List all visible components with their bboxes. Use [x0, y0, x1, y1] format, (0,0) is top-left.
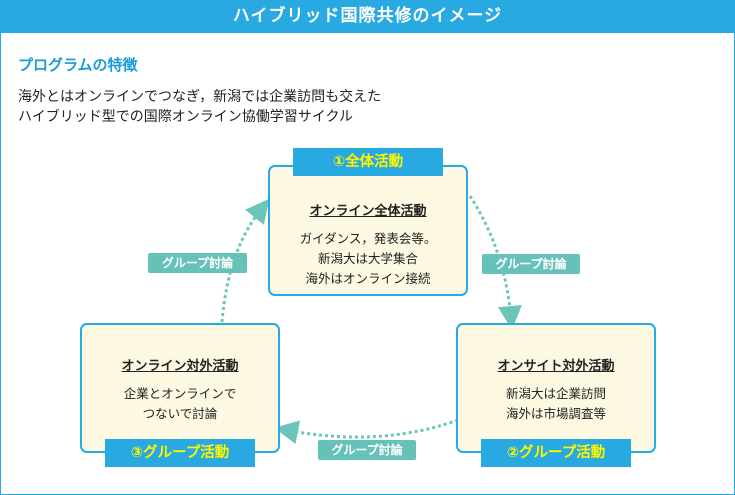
node-right-line-1: 新潟大は企業訪問 [505, 386, 606, 401]
node-right-badge: ②グループ活動 [481, 439, 631, 467]
node-right-title: オンサイト対外活動 [497, 359, 615, 374]
section-subtitle: プログラムの特徴 [18, 56, 138, 74]
node-right-line-2: 海外は市場調査等 [505, 406, 606, 421]
arrow-top-to-right [468, 195, 522, 330]
node-left-badge: ③グループ活動 [105, 439, 255, 467]
node-top-line-2: 新潟大は大学集合 [317, 251, 418, 266]
edge-label-right-to-left: グループ討論 [318, 440, 416, 460]
edge-label-left-to-top: グループ討論 [148, 253, 247, 273]
arrow-right-to-left [274, 418, 459, 445]
node-top-line-3: 海外はオンライン接続 [305, 271, 431, 286]
node-right-box: オンサイト対外活動 新潟大は企業訪問 海外は市場調査等 [456, 323, 656, 453]
arrow-left-to-top [220, 198, 270, 323]
node-top-box: オンライン全体活動 ガイダンス，発表会等。 新潟大は大学集合 海外はオンライン接… [268, 165, 468, 296]
header-title: ハイブリッド国際共修のイメージ [0, 0, 735, 33]
node-top-badge: ①全体活動 [293, 148, 443, 176]
edge-label-top-to-right: グループ討論 [482, 254, 580, 274]
description-line-1: 海外とはオンラインでつなぎ，新潟では企業訪問も交えた [18, 89, 382, 105]
node-left-box: オンライン対外活動 企業とオンラインで つないで討論 [80, 323, 280, 453]
description-line-2: ハイブリッド型での国際オンライン協働学習サイクル [18, 109, 354, 125]
node-top-title: オンライン全体活動 [309, 204, 427, 219]
node-top-line-1: ガイダンス，発表会等。 [299, 231, 437, 246]
node-left-line-1: 企業とオンラインで [123, 386, 237, 401]
node-left-title: オンライン対外活動 [121, 359, 239, 374]
node-left-line-2: つないで討論 [142, 406, 218, 421]
